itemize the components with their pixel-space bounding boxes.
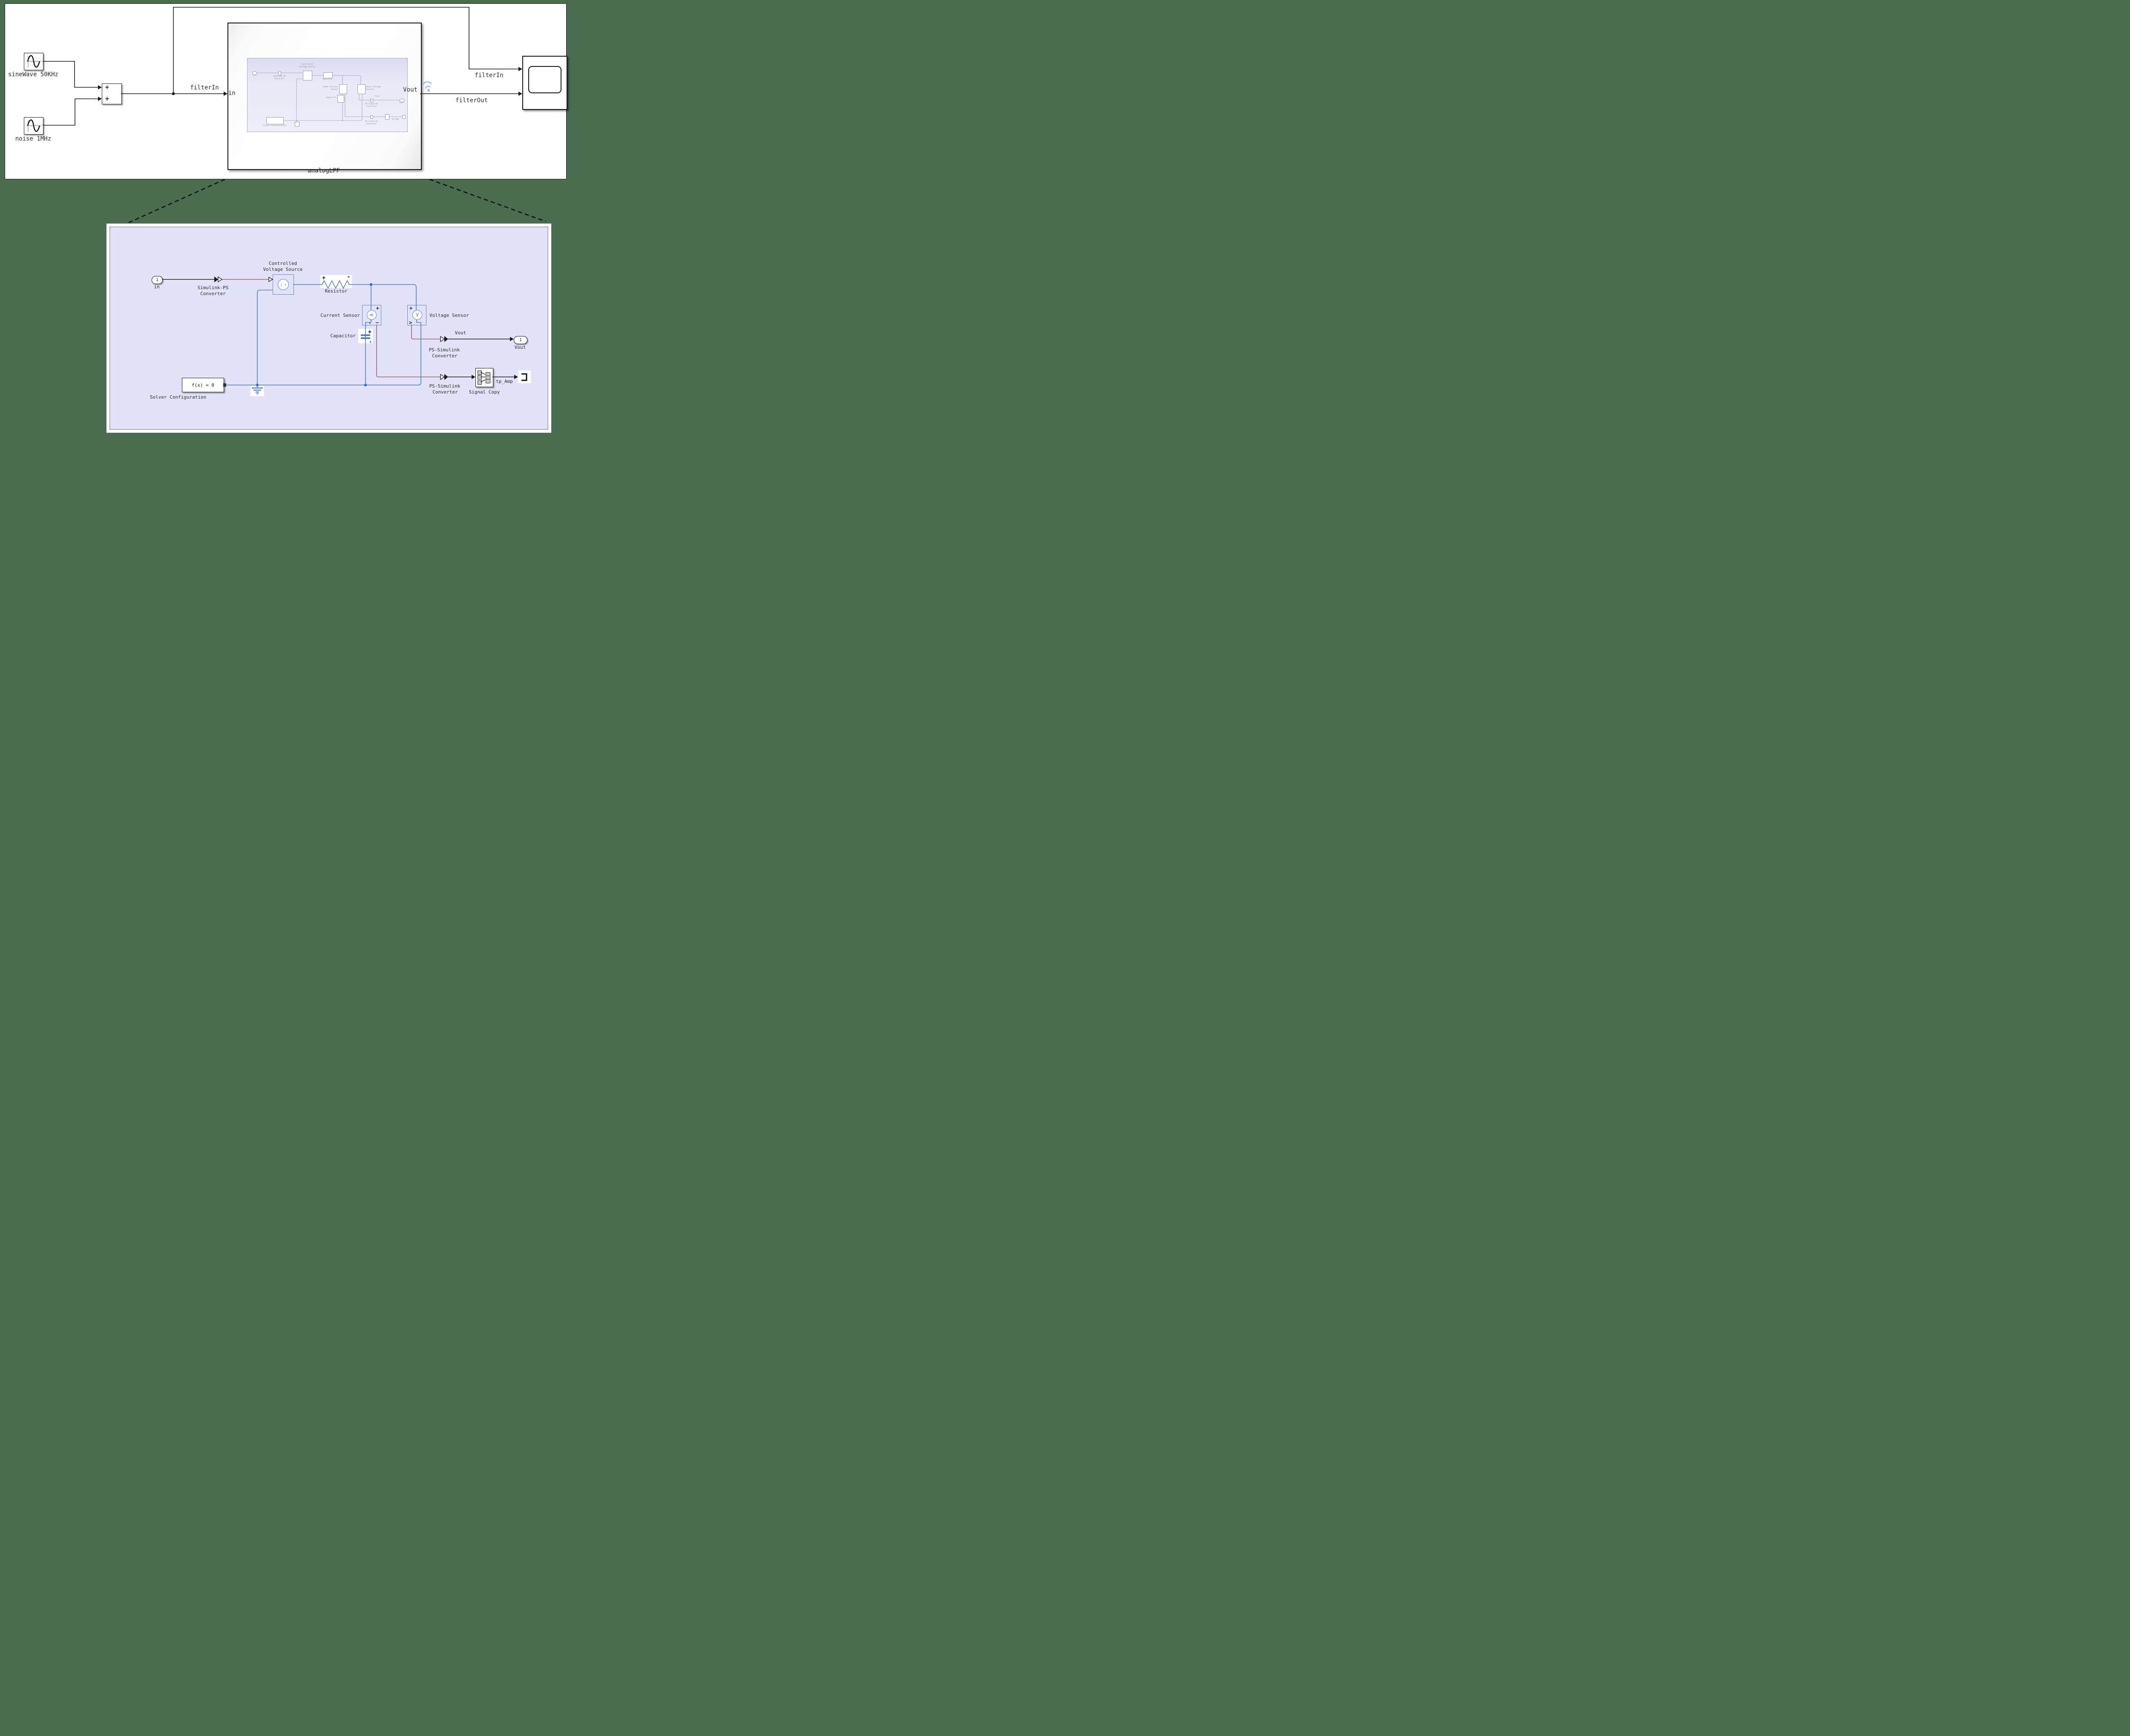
- filter-in-wire-label: filterIn: [190, 84, 219, 91]
- capacitor-label: Capacitor: [330, 333, 356, 339]
- solver-configuration-block[interactable]: f(x) = 0: [182, 378, 224, 392]
- preview-label: Converter: [366, 123, 377, 125]
- voltage-sensor-block[interactable]: V + >: [407, 305, 426, 325]
- preview-label: Vout: [399, 102, 404, 104]
- voltage-sensor-label: Voltage Sensor: [429, 313, 469, 318]
- subsystem-detail-canvas[interactable]: [106, 224, 551, 433]
- capacitor-block[interactable]: + ı: [358, 329, 373, 344]
- solver-configuration-label: Solver Configuration: [150, 394, 207, 400]
- sine-wave-icon: [26, 55, 41, 68]
- noise-source-block[interactable]: [24, 117, 43, 135]
- sum-plus-bottom: +: [105, 96, 109, 102]
- outport-vout[interactable]: 1: [514, 336, 527, 344]
- vout-wire-label: Vout: [455, 330, 466, 336]
- subsystem-name-label: analogLPF: [308, 167, 340, 174]
- cvs-label2: Voltage Source: [263, 267, 303, 272]
- sum-block[interactable]: + +: [102, 83, 122, 104]
- sum-plus-top: +: [105, 84, 109, 91]
- preview-label: Sensor: [331, 89, 338, 91]
- ps-simulink2-label1: PS-Simulink: [429, 383, 461, 389]
- voltage-source-circle-icon: | +: [278, 279, 289, 290]
- ps-simulink2-label2: Converter: [432, 389, 458, 395]
- preview-label: PS-Simulink: [365, 121, 378, 123]
- signal-copy-label: Signal Copy: [469, 389, 500, 395]
- ps-simulink1-label1: PS-Simulink: [429, 347, 460, 353]
- voltmeter-circle-icon: V: [412, 310, 422, 320]
- outport-number: 1: [519, 338, 522, 342]
- preview-label: tp_Amp: [391, 118, 399, 121]
- tp-amp-label: tp_Amp: [496, 379, 513, 384]
- solver-equation: f(x) = 0: [192, 382, 214, 388]
- analoglpf-preview-thumbnail: in Simulink-PS Converter Controlled Volt…: [247, 58, 408, 132]
- resistor-label: Resistor: [325, 288, 348, 294]
- current-sensor-label: Current Sensor: [320, 313, 360, 318]
- signal-copy-block[interactable]: [475, 368, 493, 387]
- ps-simulink1-label2: Converter: [432, 353, 458, 359]
- preview-label: Ideal Current: [322, 86, 338, 88]
- simulink-ps-converter-label1: Simulink-PS: [197, 285, 229, 290]
- subsystem-vout-port-label: Vout: [403, 86, 417, 93]
- preview-label: Converter: [366, 106, 377, 108]
- electrical-reference-ground[interactable]: [250, 386, 264, 396]
- preview-label: Vout: [375, 95, 380, 98]
- ammeter-glyph: A: [369, 313, 374, 316]
- source1-label: sineWave 50KHz: [8, 71, 58, 78]
- inport-number: 1: [155, 278, 159, 282]
- voltage-sensor-chevron: >: [409, 320, 413, 325]
- preview-label: Solver Configuration: [263, 125, 287, 127]
- preview-label: Simulink-PS: [273, 75, 286, 78]
- resistor-block[interactable]: + -: [320, 274, 352, 288]
- current-sensor-tick: ı: [369, 321, 371, 325]
- inport-1[interactable]: 1: [152, 276, 163, 284]
- resistor-minus: -: [347, 274, 350, 280]
- outport-label: Vout: [514, 345, 526, 350]
- preview-label: Resistor: [323, 78, 332, 80]
- current-sensor-plus: +: [375, 305, 380, 311]
- preview-label: Capacitor: [325, 97, 336, 99]
- preview-label: Controlled: [301, 63, 313, 66]
- voltmeter-glyph: V: [416, 312, 419, 318]
- simulink-ps-converter-label2: Converter: [200, 291, 226, 296]
- controlled-voltage-source-block[interactable]: | +: [273, 274, 294, 295]
- resistor-plus: +: [322, 275, 326, 281]
- capacitor-plus: +: [367, 329, 372, 335]
- expansion-dashed-line: [127, 178, 546, 224]
- inport-label: in: [154, 284, 160, 290]
- ammeter-circle-icon: A: [367, 310, 377, 320]
- preview-label: in: [253, 75, 256, 77]
- source2-label: noise 1MHz: [15, 135, 52, 142]
- current-sensor-block[interactable]: A + ı −: [362, 305, 381, 325]
- preview-label: Converter: [274, 78, 285, 80]
- scope-screen-icon: [528, 66, 561, 93]
- preview-label: Voltage Source: [299, 66, 315, 68]
- subsystem-in-port-label: in: [228, 90, 236, 97]
- cvs-label1: Controlled: [268, 261, 297, 266]
- capacitor-tick: ı: [370, 340, 371, 344]
- scope-block[interactable]: [522, 56, 567, 110]
- scope-filterin-wire-label: filterIn: [475, 72, 504, 79]
- current-sensor-minus: −: [375, 320, 379, 325]
- voltage-sensor-plus: +: [409, 305, 413, 311]
- cvs-glyph: | +: [280, 282, 287, 287]
- preview-label: PS-Simulink: [365, 103, 378, 105]
- sine-wave-icon: [26, 119, 41, 132]
- sine-wave-source-block[interactable]: [24, 53, 43, 70]
- scope-filterout-wire-label: filterOut: [455, 97, 488, 104]
